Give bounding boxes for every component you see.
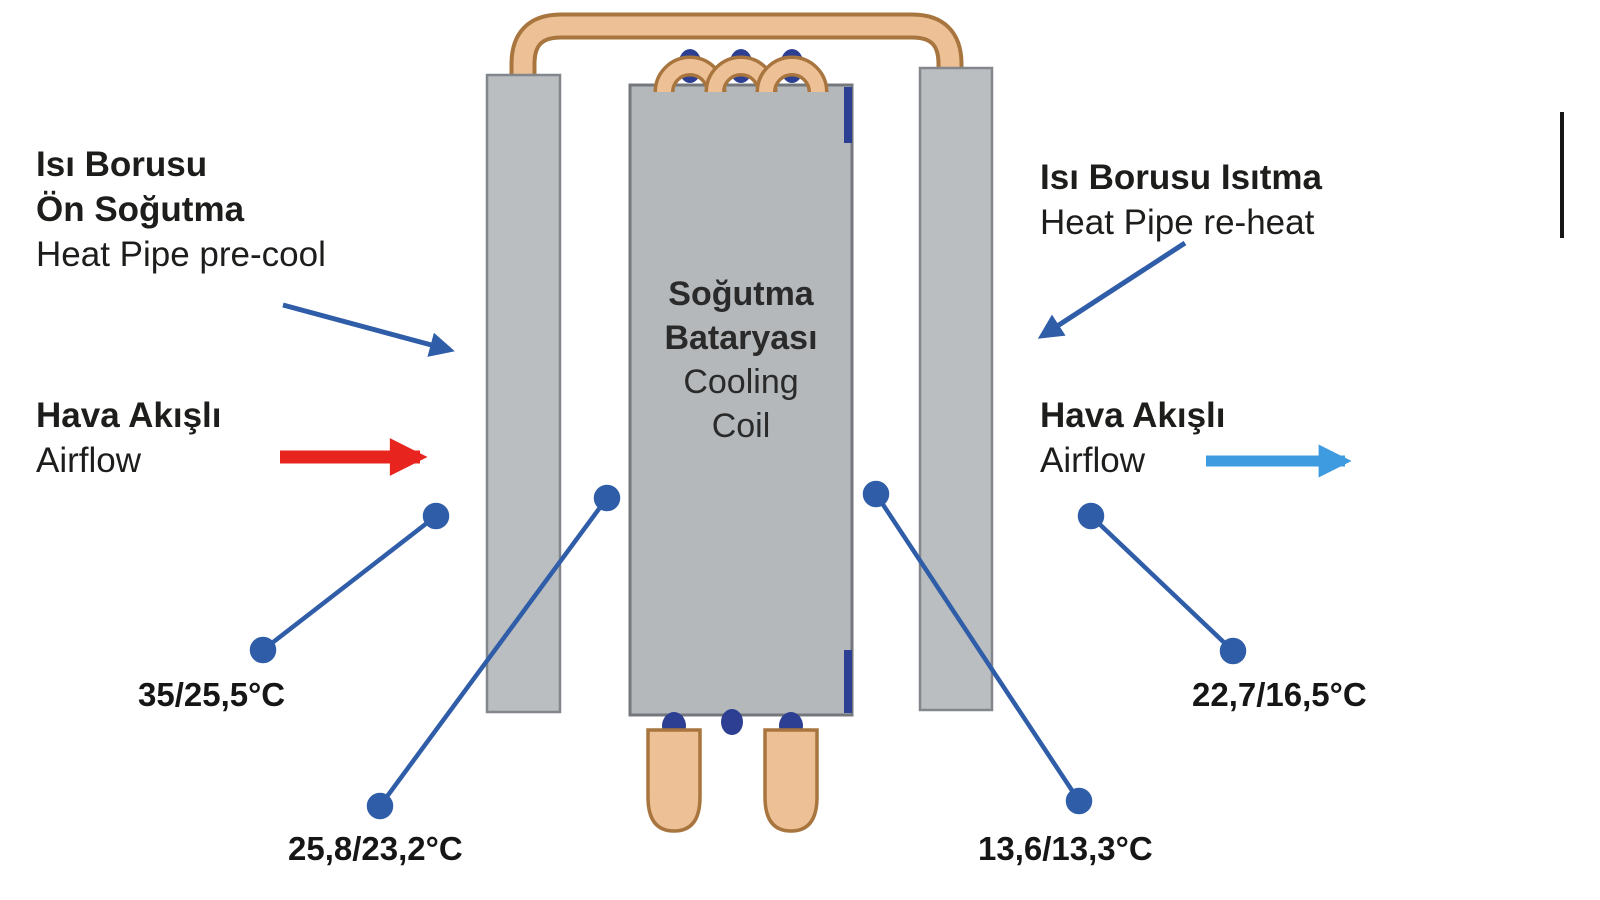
airflow-in-label-tr: Hava Akışlı: [36, 396, 222, 435]
navy-bend-core: [721, 709, 743, 735]
temperature-outlet: 22,7/16,5°C: [1192, 676, 1367, 713]
callout-line-inlet: [261, 514, 438, 652]
temperature-after-precool: 25,8/23,2°C: [288, 830, 463, 867]
right-heat-pipe-panel: [918, 66, 994, 712]
precool-label-tr1: Isı Borusu: [36, 145, 208, 184]
heat-pipe-connector-tube: [513, 16, 960, 100]
cooling-coil-label-en1: Cooling: [683, 363, 799, 401]
reheat-label-tr: Isı Borusu Isıtma: [1040, 158, 1323, 197]
reheat-label-en: Heat Pipe re-heat: [1040, 203, 1315, 242]
airflow-in-label-en: Airflow: [36, 441, 142, 480]
precool-label-tr2: Ön Soğutma: [36, 190, 245, 229]
airflow-out-label: Hava Akışlı Airflow: [1040, 393, 1225, 483]
cooling-coil-label-tr1: Soğutma: [668, 275, 814, 313]
temperature-callouts: [249, 480, 1247, 820]
callout-dot: [593, 484, 621, 512]
callout-dot: [422, 502, 450, 530]
airflow-out-label-tr: Hava Akışlı: [1040, 396, 1226, 435]
coil-top-return-bends: [653, 49, 829, 93]
temperature-inlet: 35/25,5°C: [138, 676, 286, 713]
callout-dot: [1219, 637, 1247, 665]
cooling-coil-label: Soğutma Bataryası Cooling Coil: [630, 272, 852, 448]
coil-header-mark-bottom: [844, 650, 852, 713]
edge-artifact-line: [1560, 112, 1564, 238]
left-heat-pipe-panel: [485, 73, 562, 714]
coil-bottom-connections: [646, 709, 819, 833]
airflow-out-label-en: Airflow: [1040, 441, 1146, 480]
callout-dot: [1065, 787, 1093, 815]
callout-line-after-precool: [378, 496, 609, 808]
copper-stub-left: [646, 728, 702, 833]
heat-pipe-connector: [509, 12, 964, 100]
callout-dot: [1077, 502, 1105, 530]
cooling-coil-label-tr2: Bataryası: [664, 319, 818, 357]
cooling-coil-label-en2: Coil: [711, 407, 771, 445]
reheat-pointer-arrow-icon: [1037, 240, 1187, 339]
temperature-after-coil: 13,6/13,3°C: [978, 830, 1153, 867]
copper-bend: [759, 59, 825, 93]
copper-stub-right: [763, 728, 819, 833]
callout-line-outlet: [1089, 514, 1235, 653]
airflow-in-label: Hava Akışlı Airflow: [36, 393, 221, 483]
callout-dot: [862, 480, 890, 508]
precool-label: Isı Borusu Ön Soğutma Heat Pipe pre-cool: [36, 142, 326, 277]
cooling-coil-body: [628, 83, 854, 717]
reheat-label: Isı Borusu Isıtma Heat Pipe re-heat: [1040, 155, 1322, 245]
coil-header-mark-top: [844, 87, 852, 143]
callout-dot: [249, 636, 277, 664]
callout-dot: [366, 792, 394, 820]
precool-label-en: Heat Pipe pre-cool: [36, 235, 326, 274]
precool-pointer-arrow-icon: [282, 302, 455, 357]
callout-line-after-coil: [874, 492, 1081, 803]
